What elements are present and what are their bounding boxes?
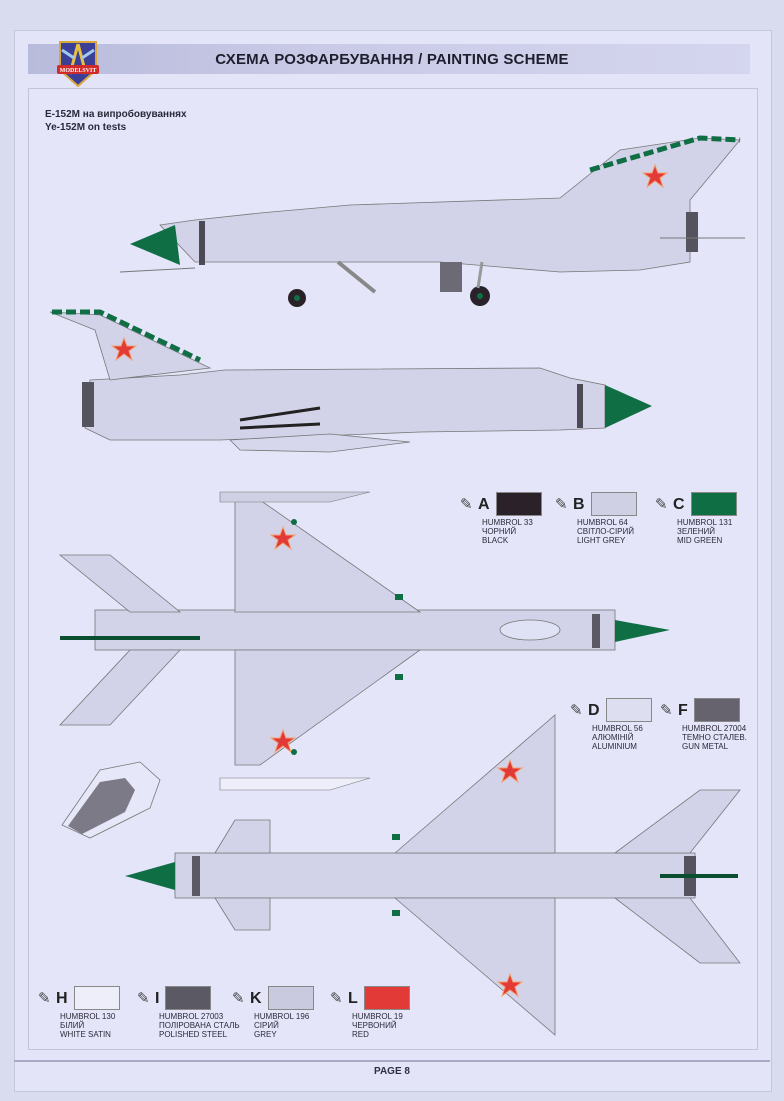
- brush-icon: ✎: [460, 495, 473, 513]
- modelsvit-logo: MODELSVIT: [57, 41, 99, 88]
- svg-text:MODELSVIT: MODELSVIT: [60, 68, 97, 74]
- canopy-detail: [61, 761, 161, 839]
- footer-divider: [14, 1060, 770, 1062]
- brush-icon: ✎: [330, 989, 343, 1007]
- aircraft-subtitle: E-152M на випробовуваннях Ye-152M on tes…: [45, 108, 187, 134]
- brush-icon: ✎: [38, 989, 51, 1007]
- red-star: [641, 163, 669, 189]
- brush-icon: ✎: [655, 495, 668, 513]
- page-number: PAGE 8: [374, 1066, 410, 1077]
- bottom-view: [125, 714, 741, 1036]
- side-view-right: [49, 309, 652, 453]
- top-view: [58, 491, 670, 791]
- steel-band: [199, 221, 205, 265]
- nose-cone-green: [130, 225, 180, 265]
- brush-icon: ✎: [555, 495, 568, 513]
- side-view-left: [119, 135, 745, 307]
- brush-icon: ✎: [232, 989, 245, 1007]
- subtitle-ua: E-152M на випробовуваннях: [45, 109, 187, 120]
- brush-icon: ✎: [137, 989, 150, 1007]
- brush-icon: ✎: [570, 701, 583, 719]
- subtitle-en: Ye-152M on tests: [45, 122, 127, 133]
- brush-icon: ✎: [660, 701, 673, 719]
- page-title: СХЕМА РОЗФАРБУВАННЯ / PAINTING SCHEME: [215, 51, 569, 68]
- header-band: [28, 44, 750, 74]
